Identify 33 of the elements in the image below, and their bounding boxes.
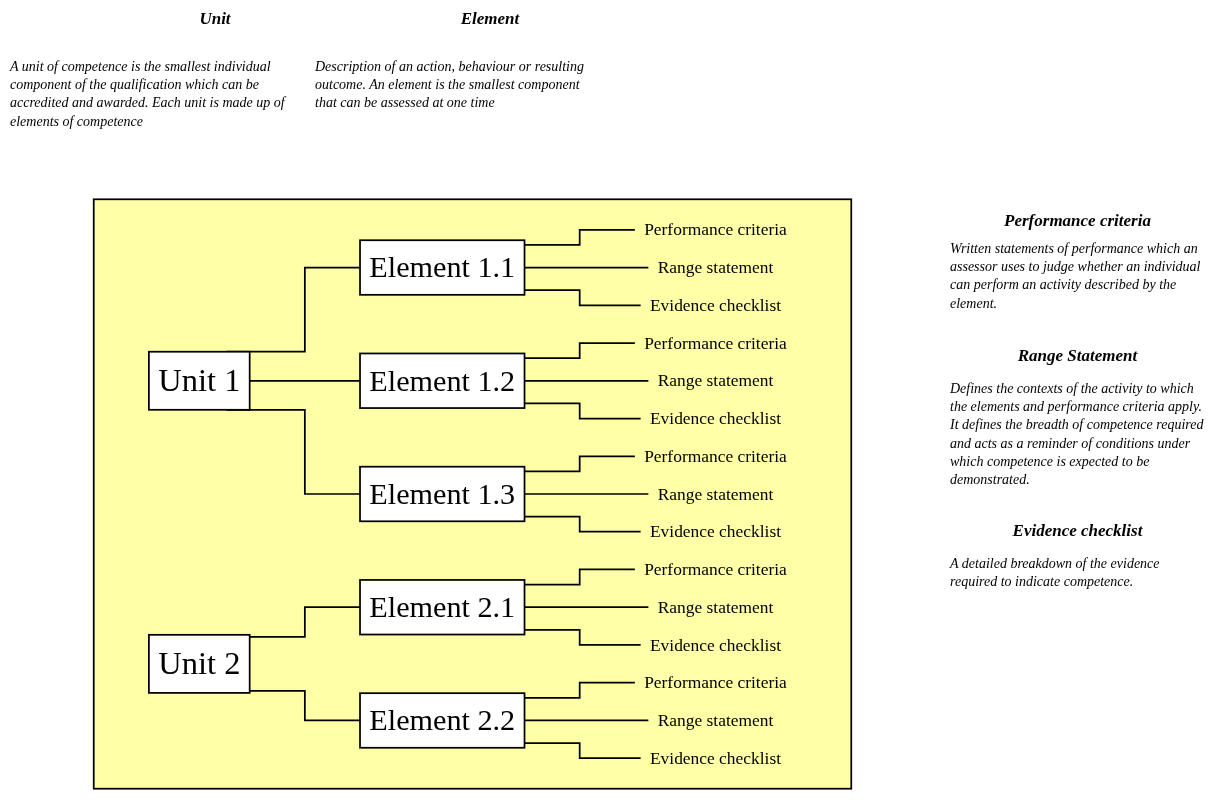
node-text: Performance criteria (644, 446, 787, 466)
definition-text: A detailed breakdown of the evidence required to indicate competence. (950, 555, 1161, 592)
node-box: Unit 1 (148, 350, 251, 411)
node-box: Element 2.1 (359, 579, 526, 636)
definition-heading: Unit (198, 8, 232, 30)
definition-text: Description of an action, behaviour or resulting outcome. An element is the smallest component that can be assessed at one time (315, 58, 585, 113)
node-box: Element 1.1 (359, 239, 526, 296)
node-text: Performance criteria (644, 559, 787, 579)
node-text: Range statement (657, 484, 774, 503)
node-text: Evidence checklist (649, 408, 782, 428)
node-box: Element 2.2 (359, 692, 526, 749)
definition-heading: Evidence checklist (1011, 520, 1144, 542)
definition-text: A unit of competence is the smallest individual component of the qualification which can be accredited and awarded. Each unit is made up of elements of competence (10, 58, 285, 131)
node-text: Performance criteria (644, 333, 787, 353)
node-text: Evidence checklist (649, 635, 782, 654)
node-text: Performance criteria (644, 673, 787, 692)
node-box: Element 1.2 (359, 352, 526, 409)
definition-heading: Element (459, 8, 521, 30)
definition-text: Defines the contexts of the activity to which the elements and performance criteria apply. It defines the breadth of competence required and acts as a reminder of conditions under which competence is expected to be demonstrated. (950, 380, 1205, 489)
node-text: Range statement (657, 597, 774, 617)
node-text: Range statement (657, 710, 774, 730)
node-text: Range statement (657, 371, 774, 390)
node-text: Evidence checklist (649, 522, 782, 541)
definition-heading: Performance criteria (1003, 210, 1152, 232)
node-text: Evidence checklist (649, 748, 782, 768)
node-text: Evidence checklist (649, 295, 782, 315)
node-box: Unit 2 (148, 633, 251, 694)
node-box: Element 1.3 (359, 465, 526, 523)
cluster (92, 198, 853, 790)
node-text: Performance criteria (644, 220, 787, 239)
definition-text: Written statements of performance which an assessor uses to judge whether an individual can perform an activity described by the element. (950, 240, 1202, 313)
node-text: Range statement (657, 257, 774, 277)
definition-heading: Range Statement (1016, 345, 1139, 367)
